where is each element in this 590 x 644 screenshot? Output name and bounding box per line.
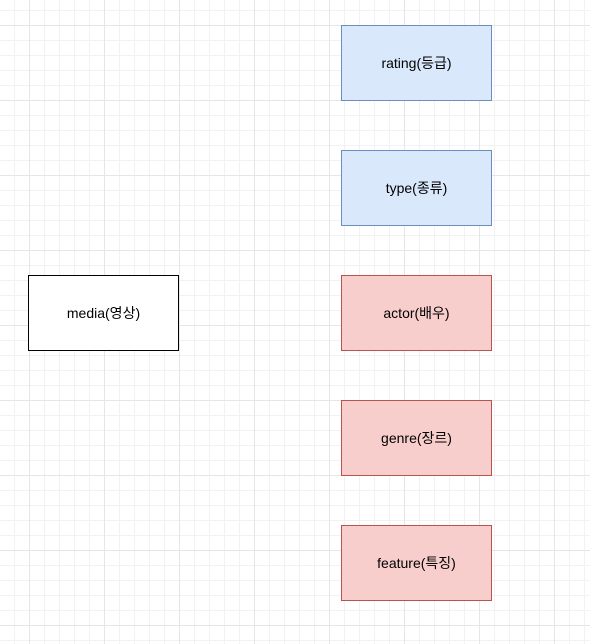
entity-actor[interactable]: actor(배우) [341,275,492,351]
entity-genre[interactable]: genre(장르) [341,400,492,476]
entity-rating-label: rating(등급) [381,55,452,71]
entity-media[interactable]: media(영상) [28,275,179,351]
entity-type-label: type(종류) [385,180,448,196]
entity-media-label: media(영상) [66,305,141,321]
entity-rating[interactable]: rating(등급) [341,25,492,101]
entity-actor-label: actor(배우) [383,305,450,321]
entity-feature-label: feature(특징) [377,555,456,571]
entity-genre-label: genre(장르) [381,430,452,446]
entity-type[interactable]: type(종류) [341,150,492,226]
entity-feature[interactable]: feature(특징) [341,525,492,601]
